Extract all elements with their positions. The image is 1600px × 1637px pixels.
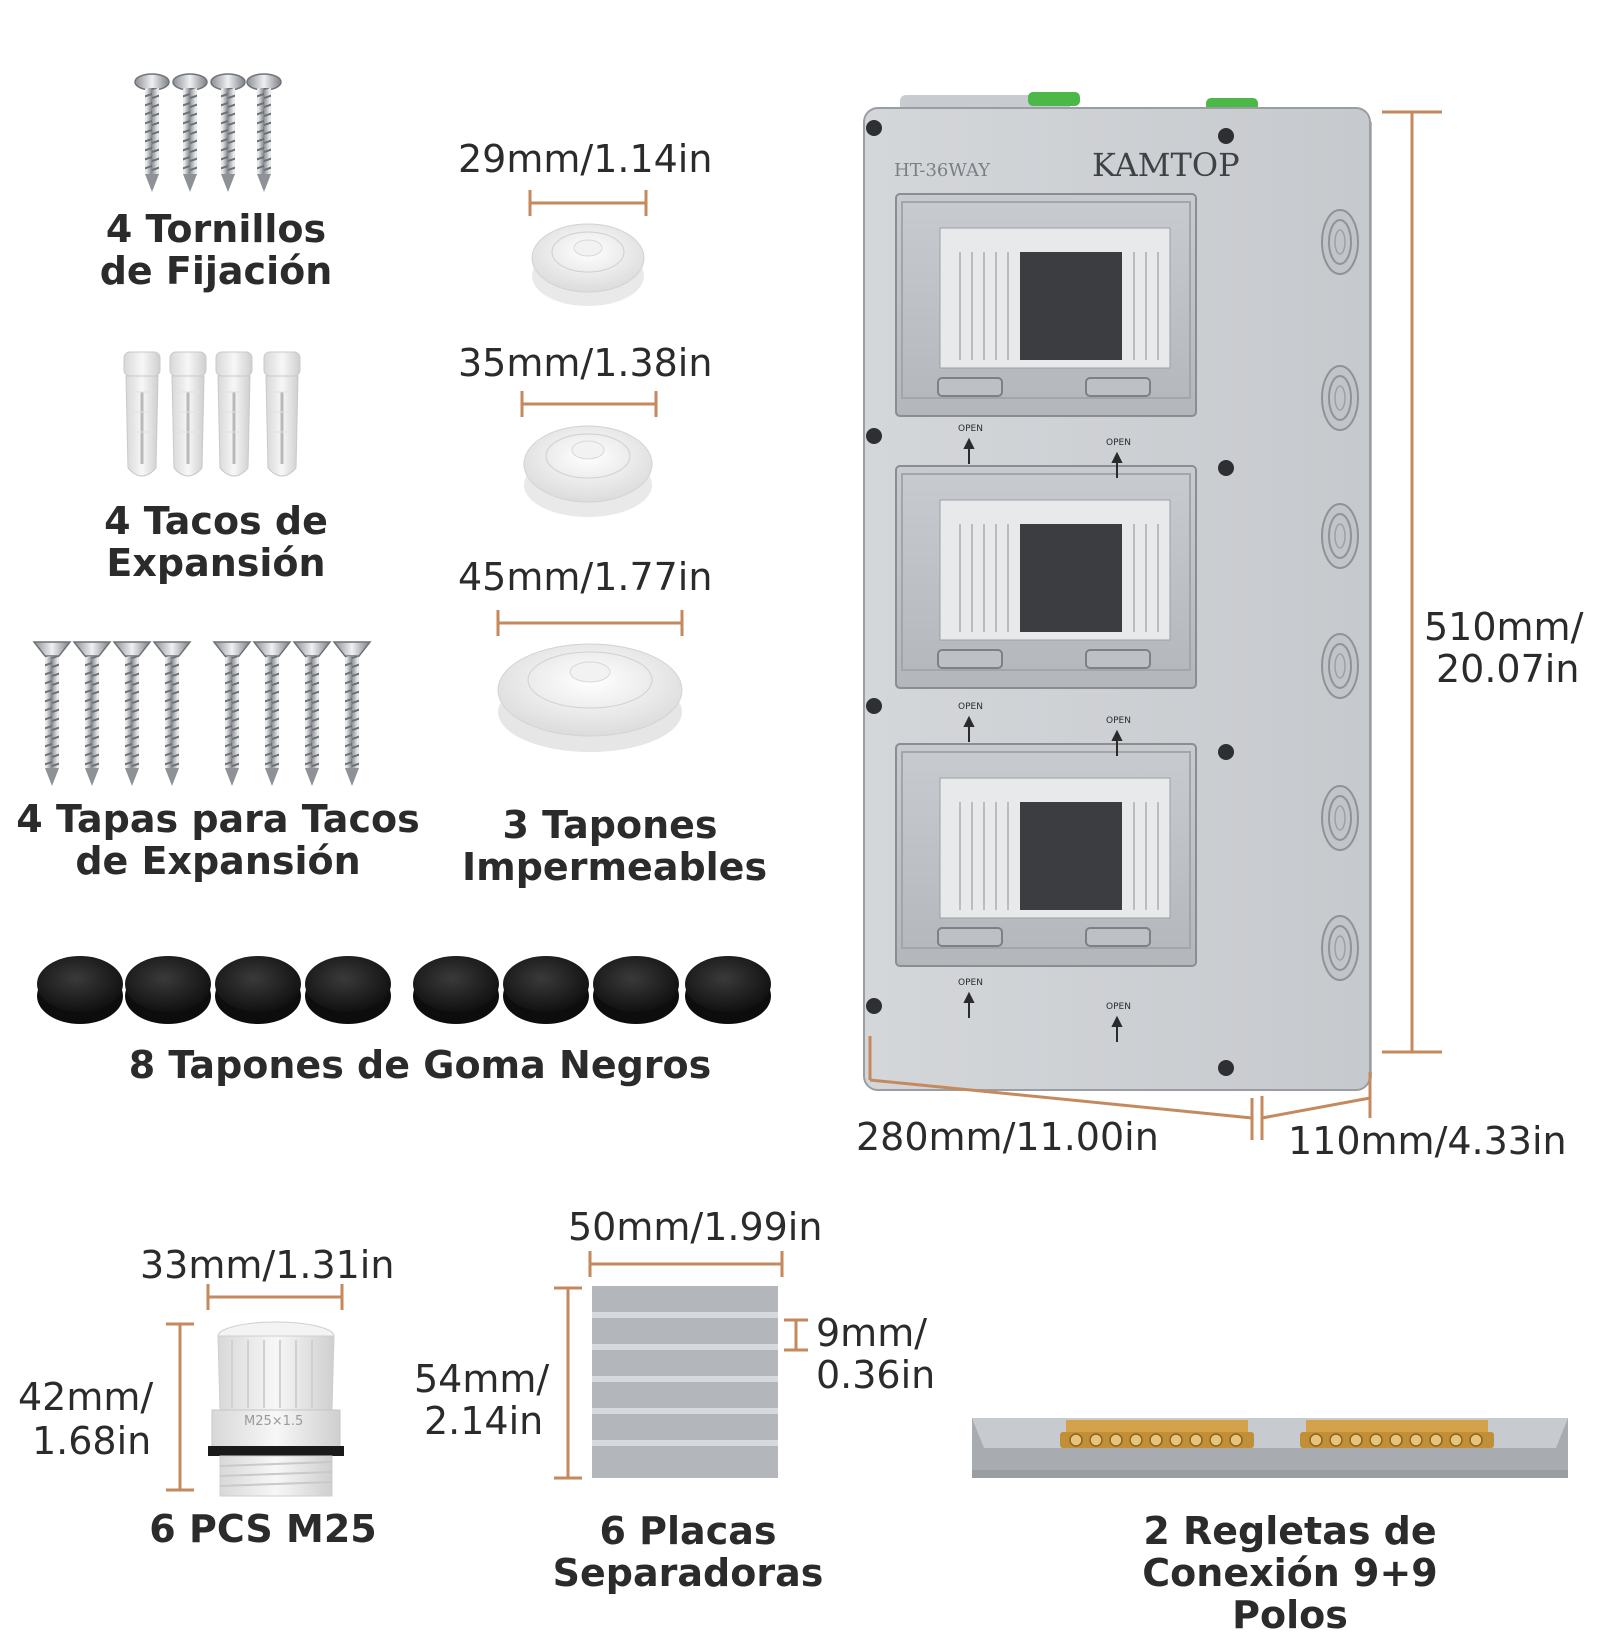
anchors-label: 4 Tacos de Expansión bbox=[104, 499, 328, 585]
terminal-block-right bbox=[1300, 1420, 1494, 1448]
plates-height-mm: 54mm/ bbox=[414, 1357, 550, 1401]
separator-plates-label: 6 Placas Separadoras bbox=[552, 1509, 824, 1595]
plates-height-in: 2.14in bbox=[424, 1399, 544, 1443]
waterproof-plugs-image bbox=[496, 190, 684, 752]
cable-glands-label: 6 PCS M25 bbox=[149, 1507, 377, 1551]
open-label: OPEN bbox=[958, 702, 983, 712]
fixing-screws-image bbox=[134, 73, 282, 193]
plug-large-dimension: 45mm/1.77in bbox=[458, 555, 713, 599]
plates-width: 50mm/1.99in bbox=[568, 1205, 823, 1249]
plates-gap-in: 0.36in bbox=[816, 1353, 936, 1397]
open-label: OPEN bbox=[958, 424, 983, 434]
green-vent-cap-left bbox=[1028, 92, 1080, 106]
rubber-plugs-label: 8 Tapones de Goma Negros bbox=[128, 1043, 712, 1087]
plug-medium-dimension: 35mm/1.38in bbox=[458, 341, 713, 385]
gland-height-in: 1.68in bbox=[32, 1419, 152, 1463]
open-label: OPEN bbox=[958, 978, 983, 988]
model-label: HT-36WAY bbox=[894, 160, 991, 181]
terminal-blocks-label: 2 Regletas de Conexión 9+9 Polos bbox=[1142, 1509, 1438, 1637]
plates-gap-mm: 9mm/ bbox=[816, 1311, 928, 1355]
enclosure-dimension-lines bbox=[868, 110, 1442, 1140]
terminal-block-left bbox=[1060, 1420, 1254, 1448]
open-label: OPEN bbox=[1106, 716, 1131, 726]
waterproof-plugs-label: 3 Tapones Impermeables bbox=[462, 803, 768, 889]
gland-height-mm: 42mm/ bbox=[18, 1375, 154, 1419]
terminal-blocks-image bbox=[972, 1418, 1568, 1478]
rubber-plugs-image bbox=[37, 956, 771, 1024]
enclosure-height-in: 20.07in bbox=[1436, 647, 1580, 691]
plug-small-dimension: 29mm/1.14in bbox=[458, 137, 713, 181]
brand-logo: KAMTOP bbox=[1092, 146, 1240, 184]
expansion-anchors-image bbox=[122, 350, 302, 478]
anchor-cap-screws-image bbox=[33, 641, 371, 787]
enclosure-width: 280mm/11.00in bbox=[856, 1115, 1159, 1159]
gland-width: 33mm/1.31in bbox=[140, 1243, 395, 1287]
anchor-caps-label: 4 Tapas para Tacos de Expansión bbox=[16, 797, 420, 883]
enclosure-depth: 110mm/4.33in bbox=[1288, 1119, 1567, 1163]
enclosure-image bbox=[863, 92, 1372, 1091]
open-label: OPEN bbox=[1106, 1002, 1131, 1012]
separator-plates-image bbox=[554, 1251, 808, 1480]
screws-label: 4 Tornillos de Fijación bbox=[99, 207, 333, 293]
enclosure-height-mm: 510mm/ bbox=[1424, 605, 1584, 649]
gland-marking: M25×1.5 bbox=[244, 1414, 304, 1429]
product-artwork bbox=[33, 73, 1568, 1497]
open-label: OPEN bbox=[1106, 438, 1131, 448]
cable-gland-image bbox=[166, 1284, 344, 1497]
